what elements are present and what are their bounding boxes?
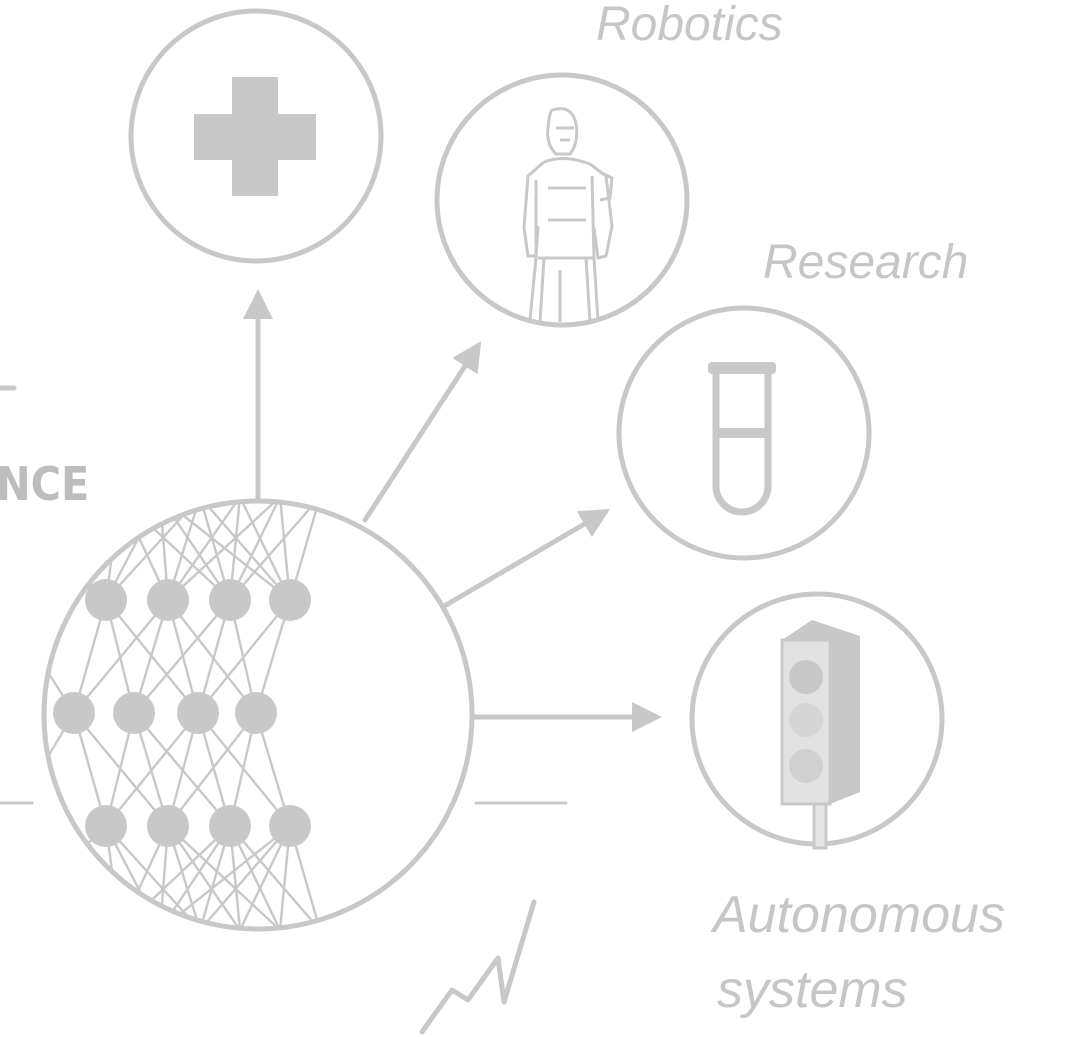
autonomous-label-line2: systems <box>717 961 908 1019</box>
network-edge <box>199 503 291 601</box>
network-edge <box>105 825 201 927</box>
network-edge <box>167 825 241 927</box>
network-node <box>147 805 189 847</box>
neural-network-nodes <box>53 579 311 847</box>
research-label: Research <box>763 236 968 289</box>
arrow-to-robotics <box>362 340 482 523</box>
network-edge <box>229 825 321 927</box>
cropped-title-fragment: NCE <box>0 457 89 511</box>
test-tube-icon <box>708 362 776 516</box>
research-node: Research <box>616 236 968 561</box>
medical-cross-icon <box>194 77 316 196</box>
network-edge <box>197 599 291 714</box>
network-edge <box>133 599 231 714</box>
network-edge <box>199 825 291 927</box>
network-edge <box>105 712 199 827</box>
network-node <box>209 579 251 621</box>
traffic-light-icon <box>780 620 860 850</box>
medicine-node <box>128 8 384 264</box>
network-node <box>85 805 127 847</box>
robotics-label: Robotics <box>596 0 783 51</box>
medicine-circle <box>128 8 384 264</box>
robotics-node: Robotics <box>434 0 783 328</box>
network-node <box>85 579 127 621</box>
network-node <box>53 692 95 734</box>
robotics-circle <box>434 72 690 328</box>
network-node <box>147 579 189 621</box>
network-node <box>209 805 251 847</box>
neural-network-icon <box>41 498 475 932</box>
network-edge <box>73 599 169 714</box>
zigzag-chart-fragment <box>419 899 537 1035</box>
network-edge <box>229 503 321 601</box>
humanoid-robot-icon <box>522 107 614 323</box>
network-node <box>269 805 311 847</box>
network-node <box>235 692 277 734</box>
research-circle <box>616 305 872 561</box>
autonomous-label-line1: Autonomous <box>710 886 1005 944</box>
network-edge <box>167 503 281 601</box>
network-node <box>113 692 155 734</box>
network-node <box>177 692 219 734</box>
arrow-to-research <box>443 508 611 608</box>
network-node <box>269 579 311 621</box>
network-edge <box>167 712 257 827</box>
neural-network-circle <box>41 498 475 932</box>
network-edge <box>167 599 257 714</box>
autonomous-node: Autonomous systems <box>689 591 1005 1019</box>
